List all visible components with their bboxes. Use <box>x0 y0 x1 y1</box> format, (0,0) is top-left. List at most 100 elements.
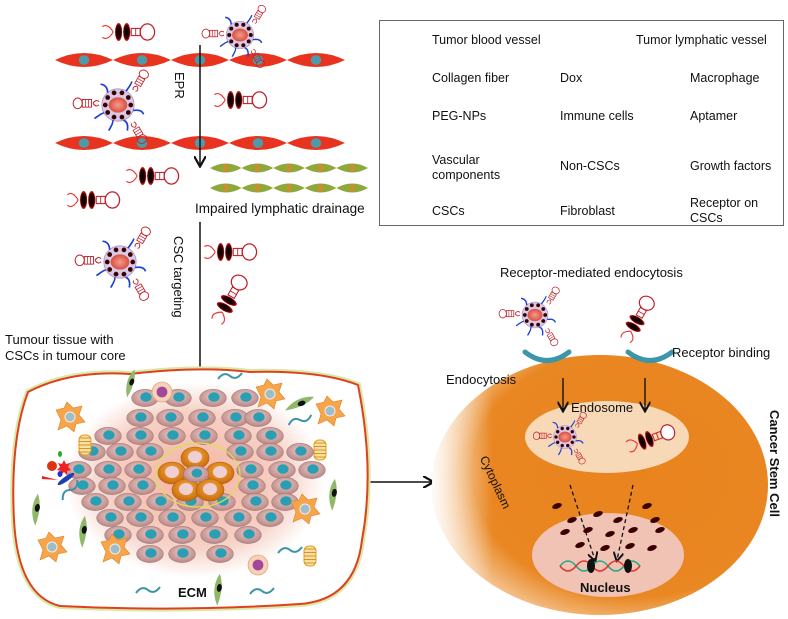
vessels-group <box>55 53 368 193</box>
peg-chain <box>252 38 263 44</box>
dox-molecule <box>560 529 570 535</box>
peg-chain <box>219 41 229 48</box>
dox-dot <box>554 435 558 439</box>
dox-aptamer-3 <box>126 167 180 185</box>
non-csc-cell <box>126 427 154 445</box>
legend-label-peg-nps: PEG-NPs <box>432 109 487 123</box>
legend-label-growth-factors: Growth factors <box>690 159 772 173</box>
dox-molecule <box>628 527 638 533</box>
aptamer-icon <box>575 411 587 428</box>
dox-icon <box>645 430 654 448</box>
dox-molecule <box>625 543 635 549</box>
dox-dot <box>128 102 134 108</box>
collagen-fiber <box>217 372 243 380</box>
non-csc-cell <box>199 389 227 407</box>
dox-aptamer-2 <box>214 91 268 109</box>
vessel-nucleus <box>310 55 322 65</box>
peg-chain <box>231 47 237 58</box>
dox-dot <box>107 252 113 257</box>
dox-molecule <box>655 527 665 533</box>
dox-dot <box>566 426 570 431</box>
dox-dot <box>113 247 119 253</box>
particles-group <box>67 4 268 325</box>
vessel-nucleus <box>286 184 292 192</box>
collagen-fiber <box>61 479 79 501</box>
fibroblast <box>214 573 222 606</box>
dox-molecule <box>650 517 660 523</box>
legend-label-cscs: CSCs <box>432 204 465 218</box>
aptamer-icon <box>130 121 148 144</box>
dox-dot <box>566 443 570 448</box>
non-csc-cell <box>128 477 156 495</box>
blood-vessel-top <box>55 53 345 67</box>
non-csc-cell <box>136 443 164 461</box>
dox-dot <box>121 271 127 277</box>
peg-np-3 <box>74 226 151 301</box>
vessel-nucleus <box>349 184 356 192</box>
nucleus <box>532 513 684 597</box>
dox-dot <box>102 102 108 108</box>
dox-icon <box>216 301 233 313</box>
dox-dot <box>524 319 529 323</box>
legend-label-collagen: Collagen fiber <box>432 71 510 85</box>
dox-dot <box>127 252 133 257</box>
dox-icon <box>220 294 237 306</box>
peg-chain <box>135 266 147 272</box>
non-csc-cell <box>231 389 259 407</box>
dox-dot <box>522 313 527 317</box>
dox-dot <box>560 426 564 431</box>
fibroblast <box>126 369 135 398</box>
dox-dot <box>570 430 574 434</box>
endosome-label: Endosome <box>571 400 634 415</box>
receptor-binding-label: Receptor binding <box>672 345 771 360</box>
peg-chain <box>109 276 116 289</box>
vessel-nucleus <box>252 138 264 148</box>
dox-dot <box>105 110 111 115</box>
non-csc-cell <box>206 545 234 563</box>
non-csc-cell <box>256 427 284 445</box>
peg-chain <box>225 16 232 25</box>
non-csc-cell <box>234 526 262 544</box>
vessel-nucleus <box>317 184 324 192</box>
non-csc-cell <box>136 526 164 544</box>
dox-dot <box>229 39 234 44</box>
dox-dot <box>560 443 564 448</box>
peg-chain <box>125 276 131 288</box>
legend-label-blood-vessel: Tumor blood vessel <box>432 33 541 47</box>
dox-dot <box>104 259 110 265</box>
non-csc-cell <box>106 443 134 461</box>
dox-icon <box>629 314 645 326</box>
dox-dot <box>105 95 111 100</box>
fibroblast <box>32 493 40 526</box>
dox-molecule <box>600 545 610 551</box>
dox-molecule <box>605 531 615 537</box>
non-csc-cell <box>136 545 164 563</box>
non-csc-cell <box>190 427 218 445</box>
aptamer-icon <box>250 49 265 68</box>
dox-dot <box>246 39 251 44</box>
peg-chain <box>107 119 114 132</box>
lymphatic-vessel-top <box>210 163 368 173</box>
non-csc-cell <box>256 443 284 461</box>
immune-cell <box>255 378 286 410</box>
endosome <box>525 401 689 473</box>
dox-molecule <box>552 503 562 509</box>
peg-chain <box>123 119 129 131</box>
legend-label-vascular-2: components <box>432 168 501 182</box>
dox-dot <box>248 32 253 38</box>
non-csc-cell <box>131 389 159 407</box>
aptamer-icon <box>74 254 102 267</box>
aptamer-icon <box>545 328 559 347</box>
dox-dot <box>130 259 136 265</box>
collagen-fiber <box>277 546 303 554</box>
dox-molecule <box>593 511 603 517</box>
dox-dot <box>107 267 113 272</box>
non-csc-cell <box>156 409 184 427</box>
peg-chain <box>102 240 111 250</box>
collagen-fiber <box>287 414 313 426</box>
dox-dot <box>529 322 534 327</box>
vessel-nucleus <box>254 164 261 172</box>
receptor-icon <box>625 349 675 363</box>
dox-dot <box>529 303 534 308</box>
